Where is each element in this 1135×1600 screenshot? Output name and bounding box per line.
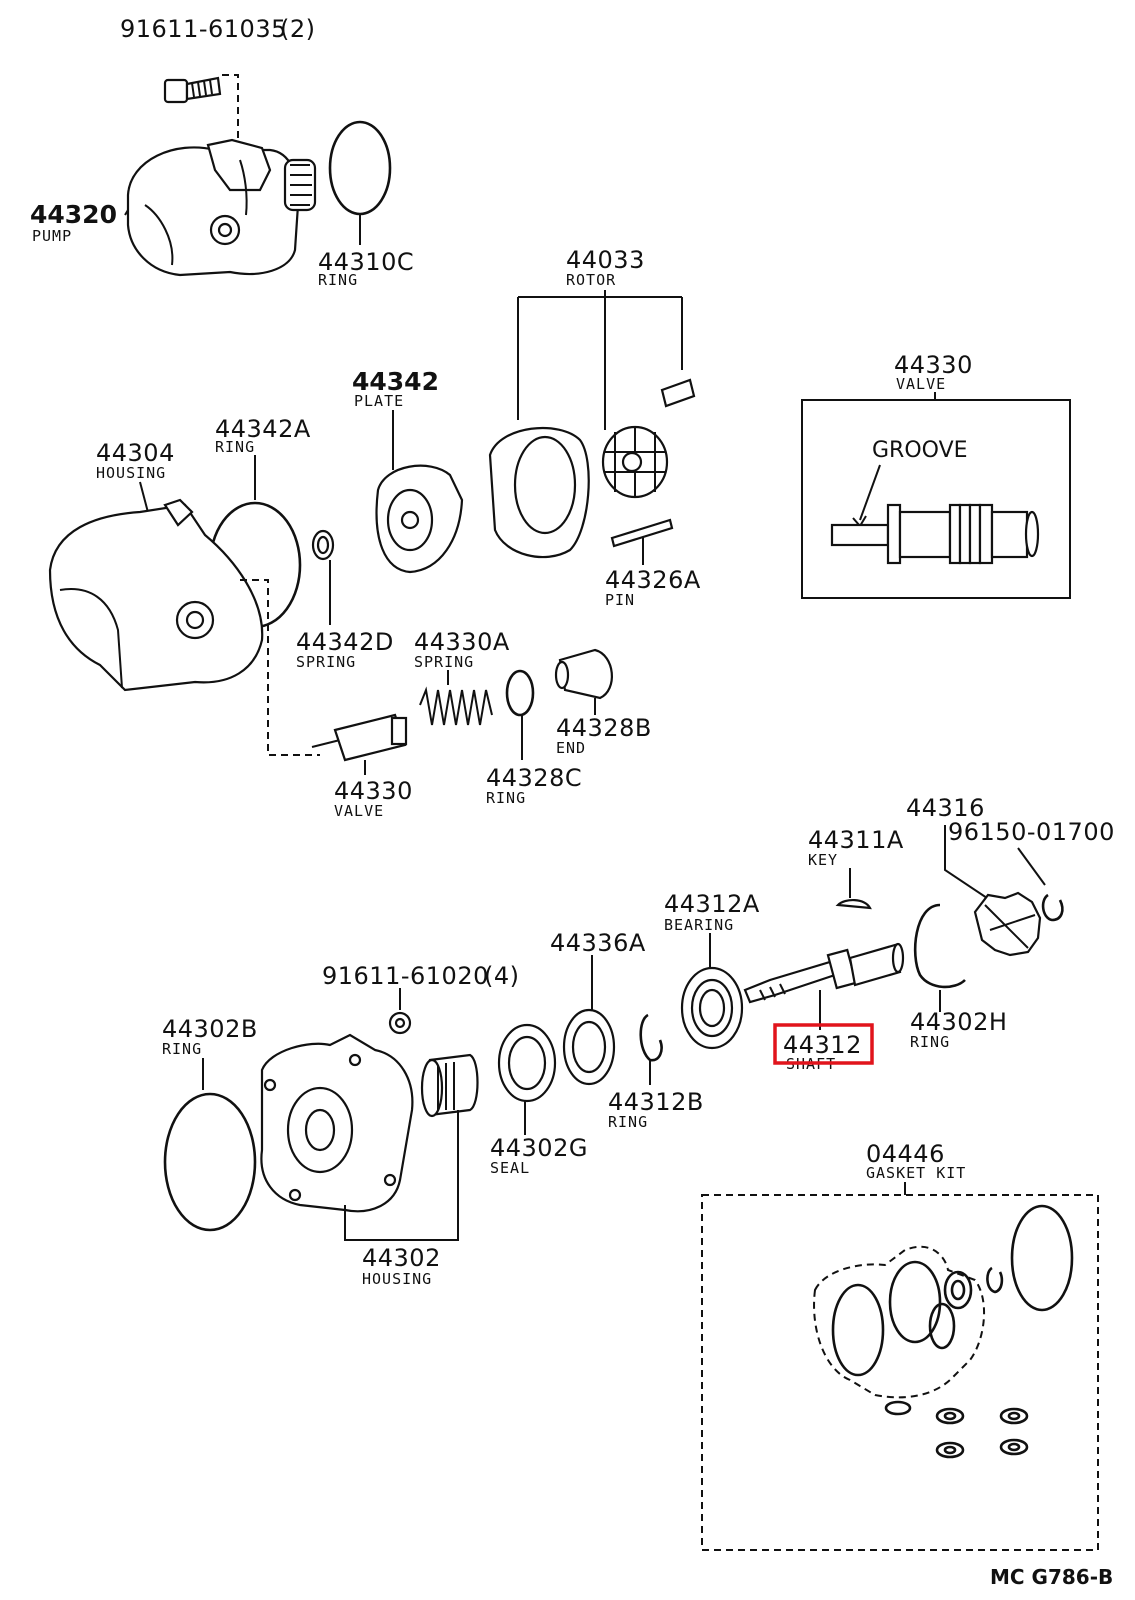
gasket-kit-name: GASKET KIT bbox=[866, 1164, 966, 1182]
ring-44312b-name: RING bbox=[608, 1113, 648, 1131]
ring-44328c-drawing bbox=[505, 669, 535, 717]
pin-drawing bbox=[610, 518, 674, 548]
ring-44302b-drawing bbox=[163, 1092, 257, 1232]
valve-detail-number: 44330 bbox=[894, 351, 973, 379]
key-drawing bbox=[835, 899, 872, 910]
shaft-number: 44312 bbox=[783, 1031, 862, 1059]
rotor-drawing bbox=[601, 425, 669, 499]
plate-drawing bbox=[375, 464, 464, 574]
ring-44342a-name: RING bbox=[215, 438, 255, 456]
housing-44304-drawing bbox=[48, 498, 264, 692]
housing-44304-name: HOUSING bbox=[96, 464, 166, 482]
gear-44316-drawing bbox=[973, 891, 1042, 957]
ring-44328c-number: 44328C bbox=[486, 764, 582, 792]
bolt-bottom-drawing bbox=[388, 1011, 412, 1035]
ring-44310c-number: 44310C bbox=[318, 248, 414, 276]
pump-number: 44320 bbox=[30, 200, 117, 229]
ring-44302b-number: 44302B bbox=[162, 1015, 258, 1043]
bearing-drawing bbox=[680, 966, 744, 1050]
plate-name: PLATE bbox=[354, 392, 404, 410]
spring-44330a-name: SPRING bbox=[414, 653, 474, 671]
shaft-drawing bbox=[743, 942, 905, 1004]
bearing-name: BEARING bbox=[664, 916, 734, 934]
end-number: 44328B bbox=[556, 714, 652, 742]
spring-44330a-number: 44330A bbox=[414, 628, 510, 656]
ring-44302h-name: RING bbox=[910, 1033, 950, 1051]
ring-44312b-drawing bbox=[639, 1013, 663, 1062]
gear-44316-number: 44316 bbox=[906, 794, 985, 822]
bolt-bottom-number: 91611-61020 bbox=[322, 962, 489, 990]
pin-name: PIN bbox=[605, 591, 635, 609]
bolt-bottom-qty: (4) bbox=[484, 962, 520, 990]
valve-drawing bbox=[311, 713, 408, 762]
bolt-top-number: 91611-61035 bbox=[120, 15, 287, 43]
reference-code: MC G786-B bbox=[990, 1565, 1113, 1589]
valve-spool-drawing bbox=[830, 503, 1040, 565]
spring-44342d-drawing bbox=[311, 529, 335, 561]
gasket-kit-drawing bbox=[813, 1204, 1074, 1459]
ring-44310c-name: RING bbox=[318, 271, 358, 289]
bolt-top-qty: (2) bbox=[280, 15, 316, 43]
snap-96150-drawing bbox=[1041, 893, 1064, 922]
bolt-top-drawing bbox=[163, 76, 222, 104]
pin-number: 44326A bbox=[605, 566, 701, 594]
ring-44302b-name: RING bbox=[162, 1040, 202, 1058]
valve-name: VALVE bbox=[334, 802, 384, 820]
plate-number: 44342 bbox=[352, 367, 439, 396]
pump-name: PUMP bbox=[32, 227, 72, 245]
spring-44342d-name: SPRING bbox=[296, 653, 356, 671]
ring-44328c-name: RING bbox=[486, 789, 526, 807]
spring-44330a-drawing bbox=[419, 686, 493, 726]
end-plug-drawing bbox=[554, 648, 614, 700]
bearing-number: 44312A bbox=[664, 890, 760, 918]
ring-44302h-number: 44302H bbox=[910, 1008, 1007, 1036]
groove-label: GROOVE bbox=[872, 438, 968, 463]
seal-44302g-number: 44302G bbox=[490, 1134, 588, 1162]
highlight-box[interactable] bbox=[773, 1023, 874, 1065]
ring-44312b-number: 44312B bbox=[608, 1088, 704, 1116]
housing-44302-drawing bbox=[260, 1033, 414, 1213]
housing-44302-name: HOUSING bbox=[362, 1270, 432, 1288]
seal-44302g-name: SEAL bbox=[490, 1159, 530, 1177]
seal-44336a-number: 44336A bbox=[550, 929, 646, 957]
valve-number: 44330 bbox=[334, 777, 413, 805]
valve-detail-name: VALVE bbox=[896, 375, 946, 393]
vane-drawing bbox=[660, 378, 696, 408]
snap-96150-number: 96150-01700 bbox=[948, 818, 1115, 846]
end-name: END bbox=[556, 739, 586, 757]
seal-44302g-drawing bbox=[497, 1023, 557, 1103]
gasket-kit-number: 04446 bbox=[866, 1140, 945, 1168]
key-name: KEY bbox=[808, 851, 838, 869]
gasket-kit-box bbox=[701, 1194, 1099, 1551]
seal-44336a-drawing bbox=[562, 1008, 616, 1086]
valve-detail-box bbox=[801, 399, 1071, 599]
ring-44310c-drawing bbox=[328, 120, 392, 216]
housing-44302-number: 44302 bbox=[362, 1244, 441, 1272]
rotor-name: ROTOR bbox=[566, 271, 616, 289]
ring-44302h-drawing bbox=[913, 903, 966, 989]
cam-ring-drawing bbox=[488, 426, 590, 559]
ring-44342a-number: 44342A bbox=[215, 415, 311, 443]
housing-44304-number: 44304 bbox=[96, 439, 175, 467]
pump-drawing bbox=[126, 138, 317, 277]
rotor-number: 44033 bbox=[566, 246, 645, 274]
key-number: 44311A bbox=[808, 826, 904, 854]
spring-44342d-number: 44342D bbox=[296, 628, 394, 656]
bushing-drawing bbox=[420, 1053, 479, 1118]
